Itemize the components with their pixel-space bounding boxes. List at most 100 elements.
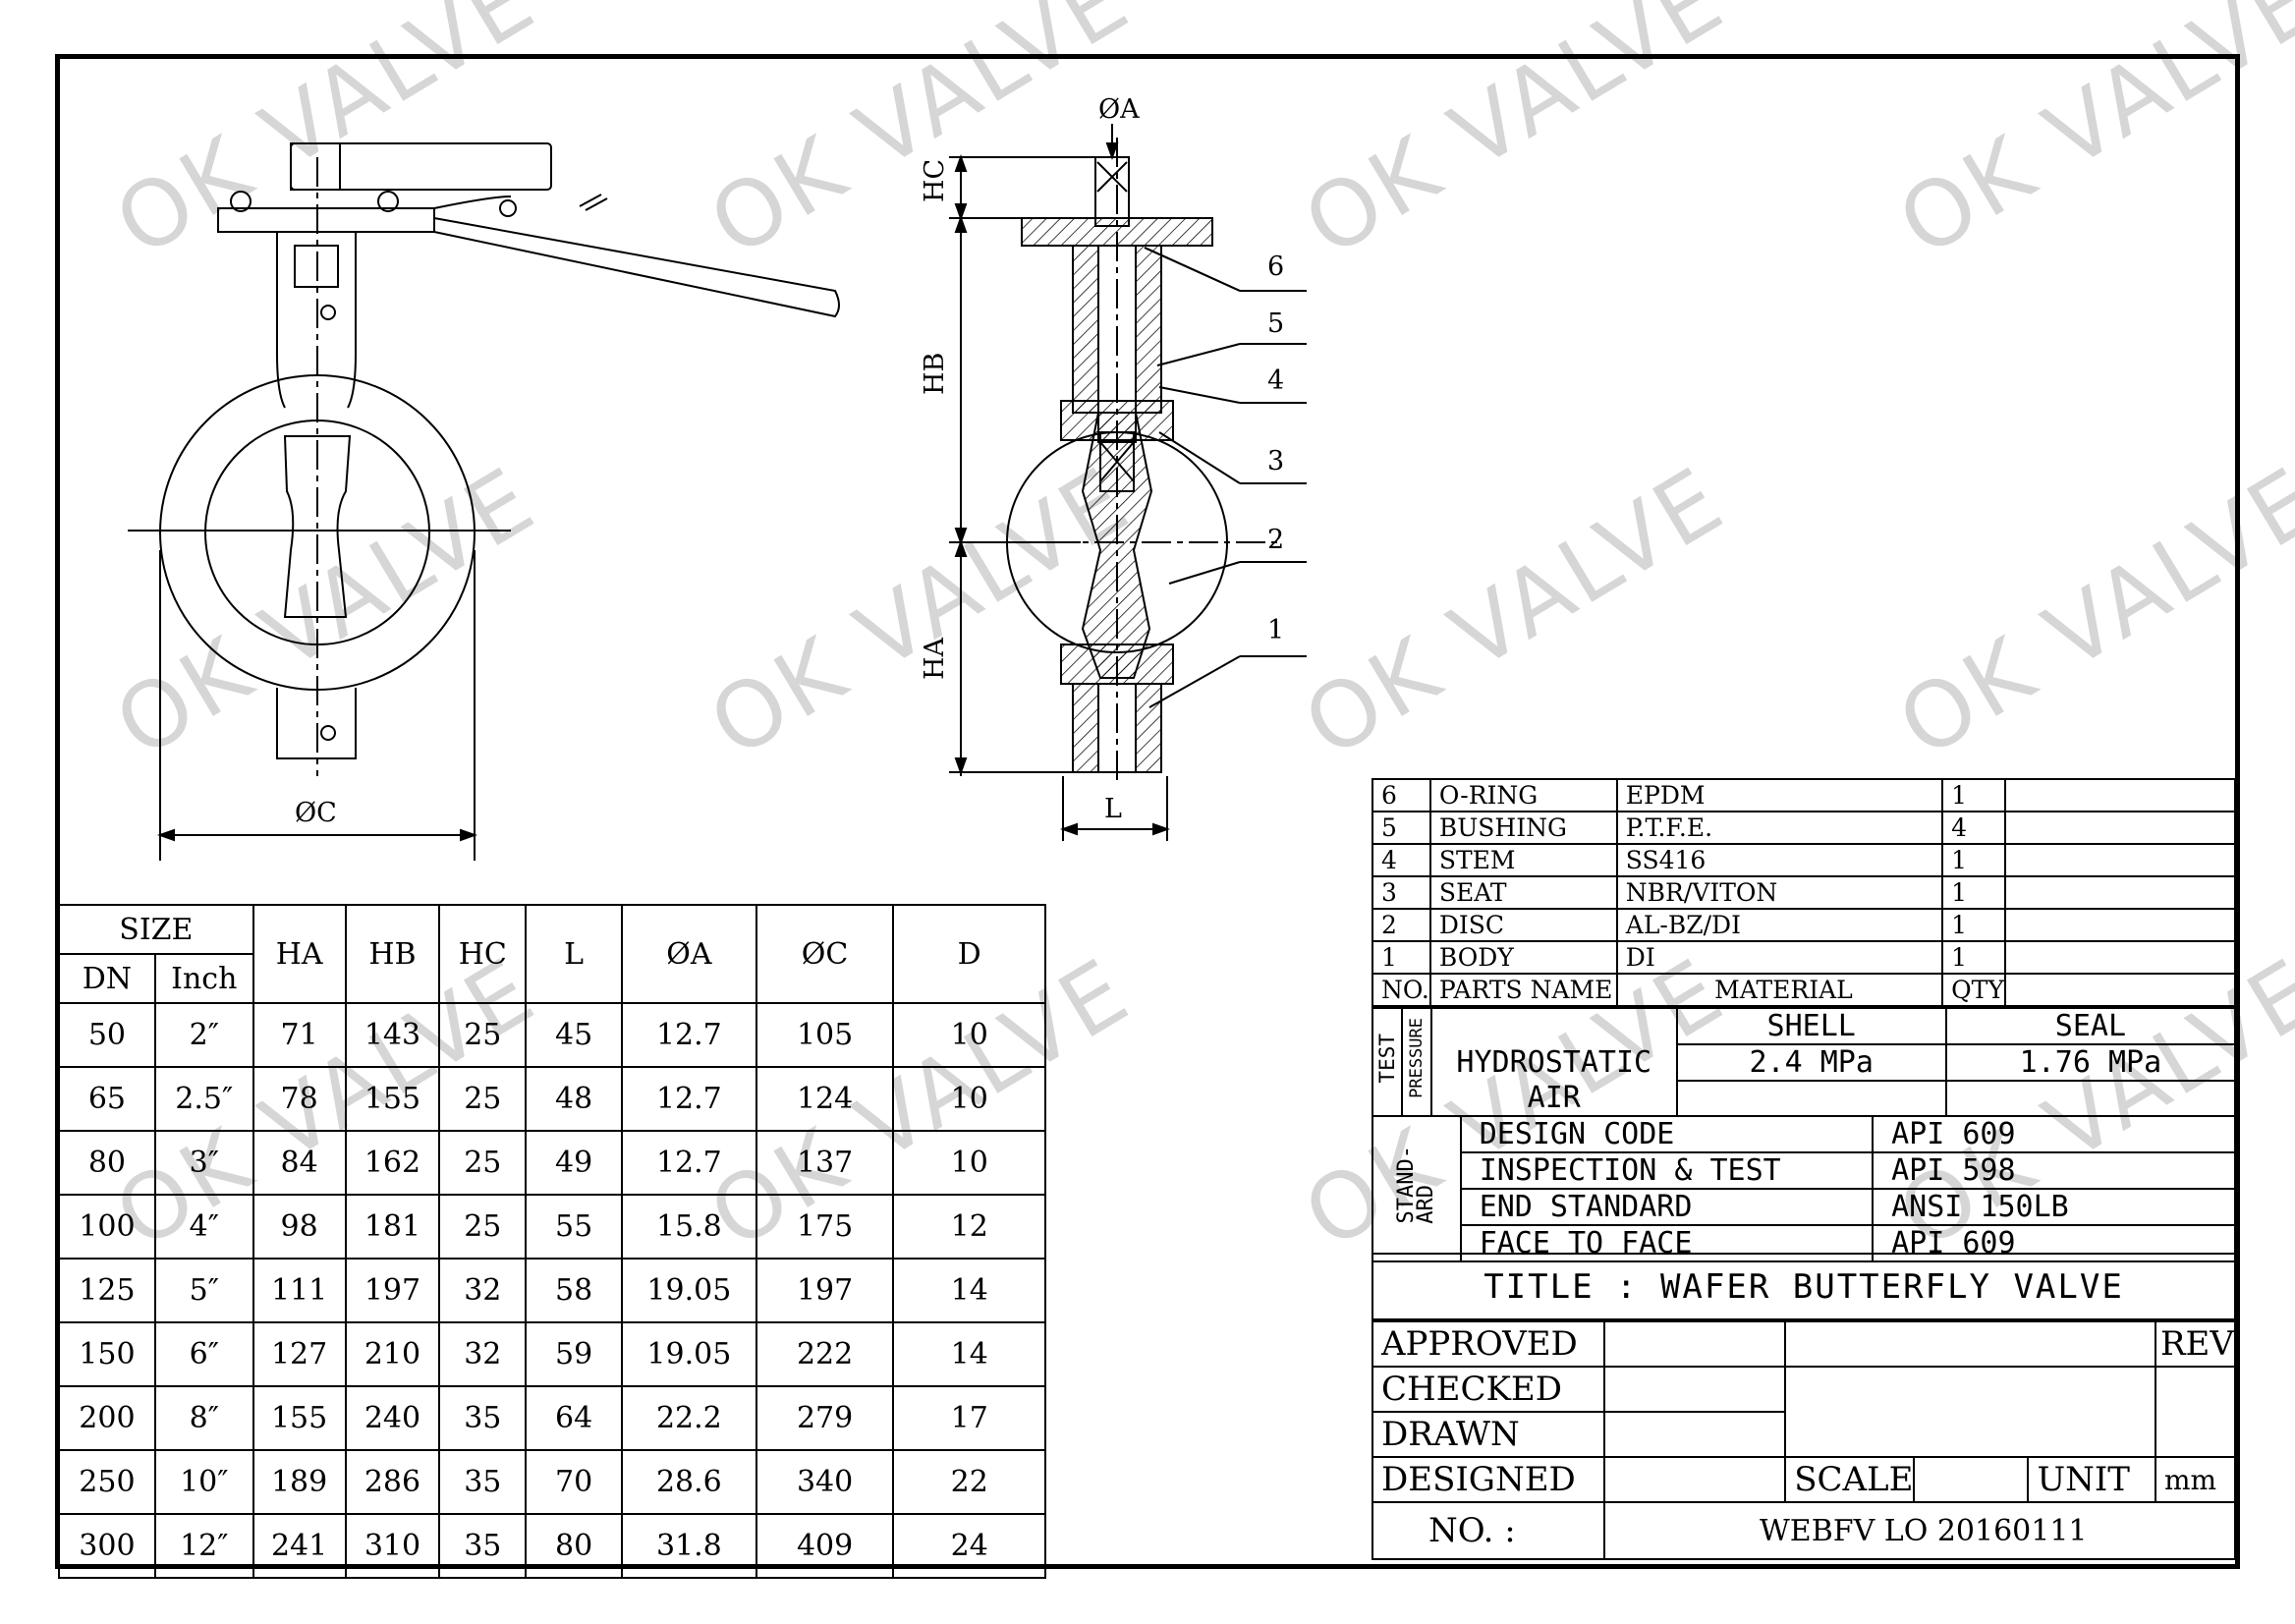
scale-label: SCALE — [1784, 1456, 1916, 1503]
size-cell: 58 — [525, 1258, 623, 1323]
size-cell: 22 — [892, 1449, 1046, 1515]
size-cell: 8″ — [153, 1385, 254, 1451]
size-cell: 2.5″ — [153, 1066, 254, 1132]
parts-blank — [2003, 811, 2237, 845]
parts-header-qty: QTY — [1941, 973, 2006, 1007]
size-group-header: SIZE — [58, 904, 254, 955]
company-blank — [1784, 1366, 2156, 1458]
parts-qty: 1 — [1941, 843, 2006, 877]
dim-label-hb: HB — [920, 353, 950, 395]
parts-no: 5 — [1371, 811, 1431, 845]
parts-header-blank — [2003, 973, 2237, 1007]
size-cell: 19.05 — [620, 1258, 757, 1323]
size-cell: 12.7 — [620, 1002, 757, 1068]
size-cell: 15.8 — [620, 1194, 757, 1260]
standards-table: STAND-ARD DESIGN CODE API 609 INSPECTION… — [1371, 1115, 2236, 1262]
size-cell: 80 — [58, 1130, 156, 1196]
size-cell: 32 — [438, 1258, 528, 1323]
size-cell: 241 — [252, 1513, 347, 1579]
approved-label: APPROVED — [1371, 1320, 1605, 1368]
size-cell: 17 — [892, 1385, 1046, 1451]
callout-5: 5 — [1267, 308, 1284, 339]
shell-value: 2.4 MPa — [1675, 1043, 1947, 1082]
size-cell: 48 — [525, 1066, 623, 1132]
standard-item: INSPECTION & TEST — [1459, 1151, 1875, 1190]
size-cell: 12 — [892, 1194, 1046, 1260]
callout-2: 2 — [1267, 525, 1284, 555]
size-cell: 137 — [755, 1130, 895, 1196]
size-cell: 45 — [525, 1002, 623, 1068]
parts-blank — [2003, 843, 2237, 877]
size-cell: 286 — [344, 1449, 441, 1515]
size-cell: 240 — [344, 1385, 441, 1451]
parts-name: STEM — [1428, 843, 1618, 877]
test-label: TEST — [1371, 1007, 1403, 1117]
size-cell: 300 — [58, 1513, 156, 1579]
size-cell: 111 — [252, 1258, 347, 1323]
parts-name: BUSHING — [1428, 811, 1618, 845]
parts-material: SS416 — [1615, 843, 1944, 877]
parts-header-no: NO. — [1371, 973, 1431, 1007]
size-cell: 25 — [438, 1194, 528, 1260]
size-cell: 181 — [344, 1194, 441, 1260]
parts-no: 2 — [1371, 908, 1431, 942]
size-cell: 143 — [344, 1002, 441, 1068]
size-cell: 25 — [438, 1130, 528, 1196]
size-cell: 150 — [58, 1321, 156, 1387]
dim-label-hc: HC — [920, 159, 950, 202]
size-cell: 100 — [58, 1194, 156, 1260]
col-header: HC — [438, 904, 528, 1004]
size-cell: 5″ — [153, 1258, 254, 1323]
size-cell: 65 — [58, 1066, 156, 1132]
callout-6: 6 — [1267, 252, 1284, 282]
size-cell: 78 — [252, 1066, 347, 1132]
designed-sign — [1602, 1456, 1787, 1503]
drawing-no-label: NO. : — [1371, 1501, 1605, 1560]
size-cell: 49 — [525, 1130, 623, 1196]
parts-qty: 1 — [1941, 778, 2006, 812]
size-cell: 84 — [252, 1130, 347, 1196]
size-cell: 340 — [755, 1449, 895, 1515]
parts-name: SEAT — [1428, 875, 1618, 910]
dim-label-l: L — [1104, 794, 1122, 824]
checked-label: CHECKED — [1371, 1366, 1605, 1413]
pressure-label: PRESSURE — [1400, 1007, 1432, 1117]
size-cell: 59 — [525, 1321, 623, 1387]
callout-1: 1 — [1267, 615, 1284, 645]
size-cell: 250 — [58, 1449, 156, 1515]
parts-material: P.T.F.E. — [1615, 811, 1944, 845]
col-header: ØA — [620, 904, 757, 1004]
col-header-inch: Inch — [153, 953, 254, 1004]
parts-name: O-RING — [1428, 778, 1618, 812]
parts-no: 3 — [1371, 875, 1431, 910]
shell-header: SHELL — [1675, 1007, 1947, 1045]
size-cell: 197 — [344, 1258, 441, 1323]
test-pressure-table: TEST PRESSURE SHELL SEAL HYDROSTATIC 2.4… — [1371, 1007, 2237, 1117]
parts-material: EPDM — [1615, 778, 1944, 812]
unit-value: mm — [2154, 1456, 2237, 1503]
col-header-dn: DN — [58, 953, 156, 1004]
size-cell: 279 — [755, 1385, 895, 1451]
size-cell: 124 — [755, 1066, 895, 1132]
size-cell: 50 — [58, 1002, 156, 1068]
parts-no: 6 — [1371, 778, 1431, 812]
standard-value: API 598 — [1872, 1151, 2236, 1190]
parts-qty: 1 — [1941, 940, 2006, 975]
standard-value: ANSI 150LB — [1872, 1188, 2236, 1226]
parts-material: DI — [1615, 940, 1944, 975]
size-cell: 31.8 — [620, 1513, 757, 1579]
parts-blank — [2003, 940, 2237, 975]
